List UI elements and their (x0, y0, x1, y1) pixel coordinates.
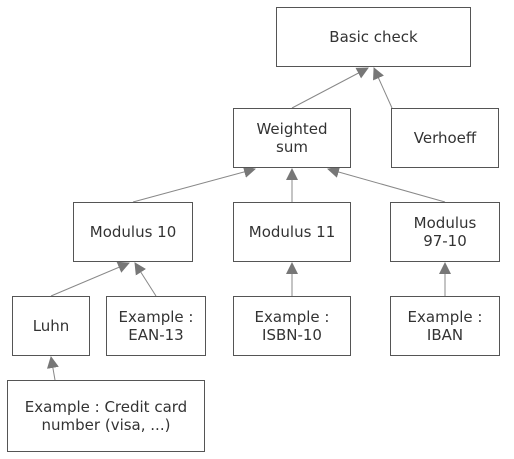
node-example-isbn-10: Example : ISBN-10 (233, 296, 351, 356)
edge-modulus-10-to-weighted-sum (132, 166, 256, 203)
node-example-credit-card: Example : Credit card number (visa, ...) (7, 380, 205, 452)
edge-credit-card-to-luhn (46, 356, 59, 381)
edge-verhoeff-to-basic-check (373, 67, 393, 109)
node-example-ean-13: Example : EAN-13 (106, 296, 206, 356)
node-modulus-11: Modulus 11 (233, 202, 351, 262)
node-modulus-97-10: Modulus 97-10 (390, 202, 500, 262)
edge-luhn-to-modulus-10 (50, 261, 130, 297)
edge-modulus-97-10-to-weighted-sum (327, 166, 446, 203)
node-weighted-sum: Weighted sum (233, 108, 351, 168)
node-basic-check: Basic check (276, 7, 471, 67)
edge-ean-13-to-modulus-10 (134, 262, 157, 297)
node-verhoeff: Verhoeff (391, 108, 499, 168)
node-example-iban: Example : IBAN (390, 296, 500, 356)
node-modulus-10: Modulus 10 (73, 202, 193, 262)
edge-weighted-sum-to-basic-check (291, 67, 369, 109)
node-luhn: Luhn (12, 296, 90, 356)
